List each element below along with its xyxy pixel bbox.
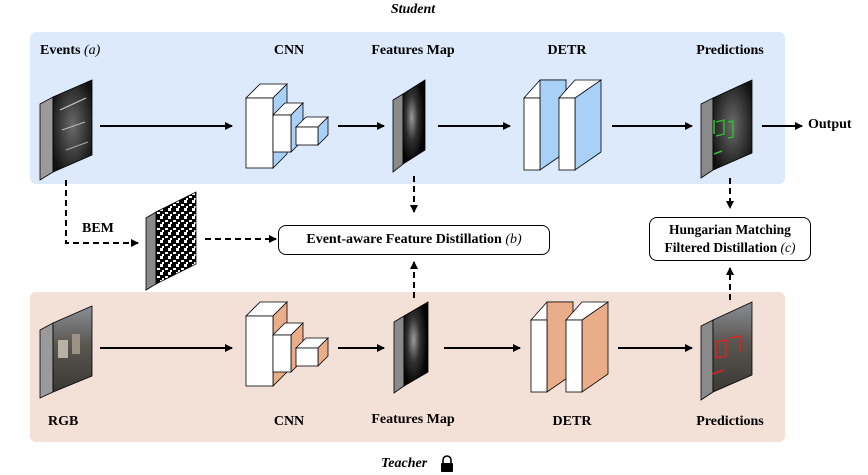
teacher-features-map-label: Features Map [371, 412, 455, 427]
student-title: Student [390, 2, 436, 17]
rgb-image [39, 305, 93, 399]
student-features-map-label: Features Map [371, 43, 455, 58]
lock-icon [441, 455, 453, 472]
student-cnn-label: CNN [273, 43, 305, 58]
dashed-arrow-events-to-bem [65, 180, 139, 247]
hungarian-distillation-box: Hungarian Matching Filtered Distillation… [649, 217, 811, 261]
events-label: Events (a) [40, 43, 101, 58]
teacher-feature-map [393, 301, 429, 394]
student-detr-block [523, 79, 602, 171]
student-cnn-block [245, 83, 329, 169]
student-predictions-label: Predictions [696, 43, 764, 58]
teacher-detr-block [530, 301, 609, 393]
bem-label: BEM [82, 221, 114, 236]
teacher-cnn-block [245, 301, 329, 387]
bem-map-image [145, 191, 197, 291]
student-feature-map [392, 79, 426, 173]
rgb-label: RGB [48, 414, 79, 429]
output-label: Output [808, 117, 852, 132]
teacher-prediction-image [700, 301, 753, 401]
student-detr-label: DETR [547, 43, 587, 58]
teacher-title: Teacher [381, 456, 428, 471]
teacher-detr-label: DETR [552, 414, 592, 429]
events-image [39, 79, 93, 181]
feature-distillation-box: Event-aware Feature Distillation (b) [278, 225, 550, 255]
teacher-predictions-label: Predictions [696, 414, 764, 429]
teacher-cnn-label: CNN [273, 414, 305, 429]
student-prediction-image [700, 79, 753, 179]
